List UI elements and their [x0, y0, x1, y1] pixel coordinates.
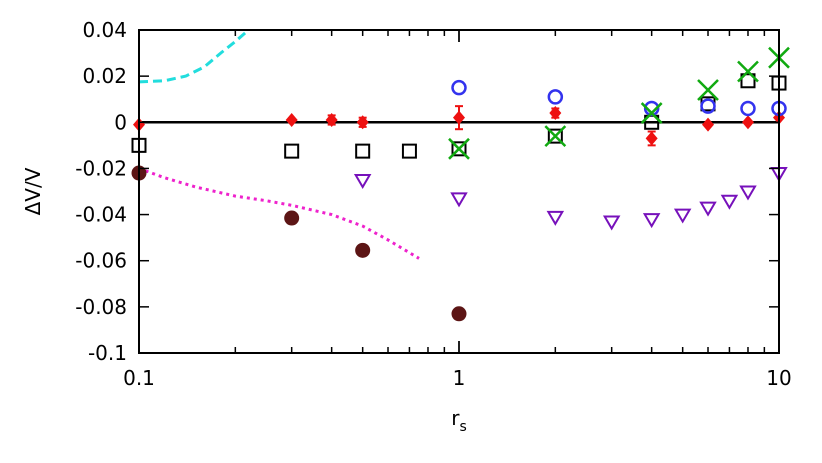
triangle-point [739, 185, 757, 201]
diamond-point [645, 131, 658, 146]
cross-point [737, 60, 759, 83]
triangle-point [450, 192, 468, 208]
filled-circle-point [451, 306, 467, 322]
diamond-point [741, 115, 754, 130]
dotted-curve [139, 166, 420, 260]
cross-point [448, 137, 470, 160]
cross-point [640, 102, 663, 124]
y-tick-label: -0.06 [75, 249, 127, 273]
triangle-point [602, 215, 621, 231]
triangle-point [353, 173, 372, 189]
circle-point [547, 89, 564, 105]
y-tick-label: -0.1 [88, 341, 127, 365]
y-tick-label: 0.02 [82, 64, 127, 88]
filled-circle-point [284, 210, 300, 226]
diamond-point [453, 110, 465, 125]
plot-frame [138, 29, 780, 354]
square-point [401, 143, 417, 159]
circle-point [643, 100, 660, 117]
square-point [740, 73, 756, 89]
circle-point [700, 98, 716, 114]
square-point [451, 141, 467, 157]
diamond-point [356, 115, 369, 130]
diamond-point [702, 117, 715, 132]
y-tick-label: 0 [114, 110, 127, 134]
fit-curves [139, 30, 420, 260]
x-tick-label: 0.1 [123, 366, 155, 390]
data-points [131, 46, 790, 322]
x-tick-label: 10 [766, 366, 791, 390]
x-axis-label: rs [451, 406, 467, 435]
square-point [355, 143, 371, 159]
circle-point [740, 100, 756, 117]
x-tick-label: 1 [453, 366, 466, 390]
y-tick-label: -0.04 [75, 203, 127, 227]
diamond-point [325, 112, 338, 127]
triangle-point [642, 213, 661, 229]
cross-point [544, 125, 567, 148]
triangle-point [720, 194, 739, 210]
y-tick-label: 0.04 [82, 18, 127, 42]
triangle-point [673, 208, 692, 224]
triangle-point [699, 201, 717, 217]
filled-circle-point [355, 242, 371, 258]
x-axis-label-main: r [451, 406, 460, 430]
y-tick-label: -0.08 [75, 295, 127, 319]
diamond-point [285, 112, 298, 127]
circle-point [451, 79, 467, 96]
axis-ticks: 0.04 0.02 0 -0.02 -0.04 -0.06 -0.08 -0.10.1 1 10 [75, 18, 791, 390]
cross-point [697, 79, 719, 101]
square-point [547, 128, 563, 144]
x-axis-label-subscript: s [459, 419, 466, 435]
diamond-point [549, 106, 562, 121]
y-tick-label: -0.02 [75, 156, 127, 180]
dashed-curve [139, 30, 250, 84]
triangle-point [546, 210, 565, 226]
y-axis-label: ΔV/V [21, 167, 45, 215]
square-point [284, 143, 300, 159]
